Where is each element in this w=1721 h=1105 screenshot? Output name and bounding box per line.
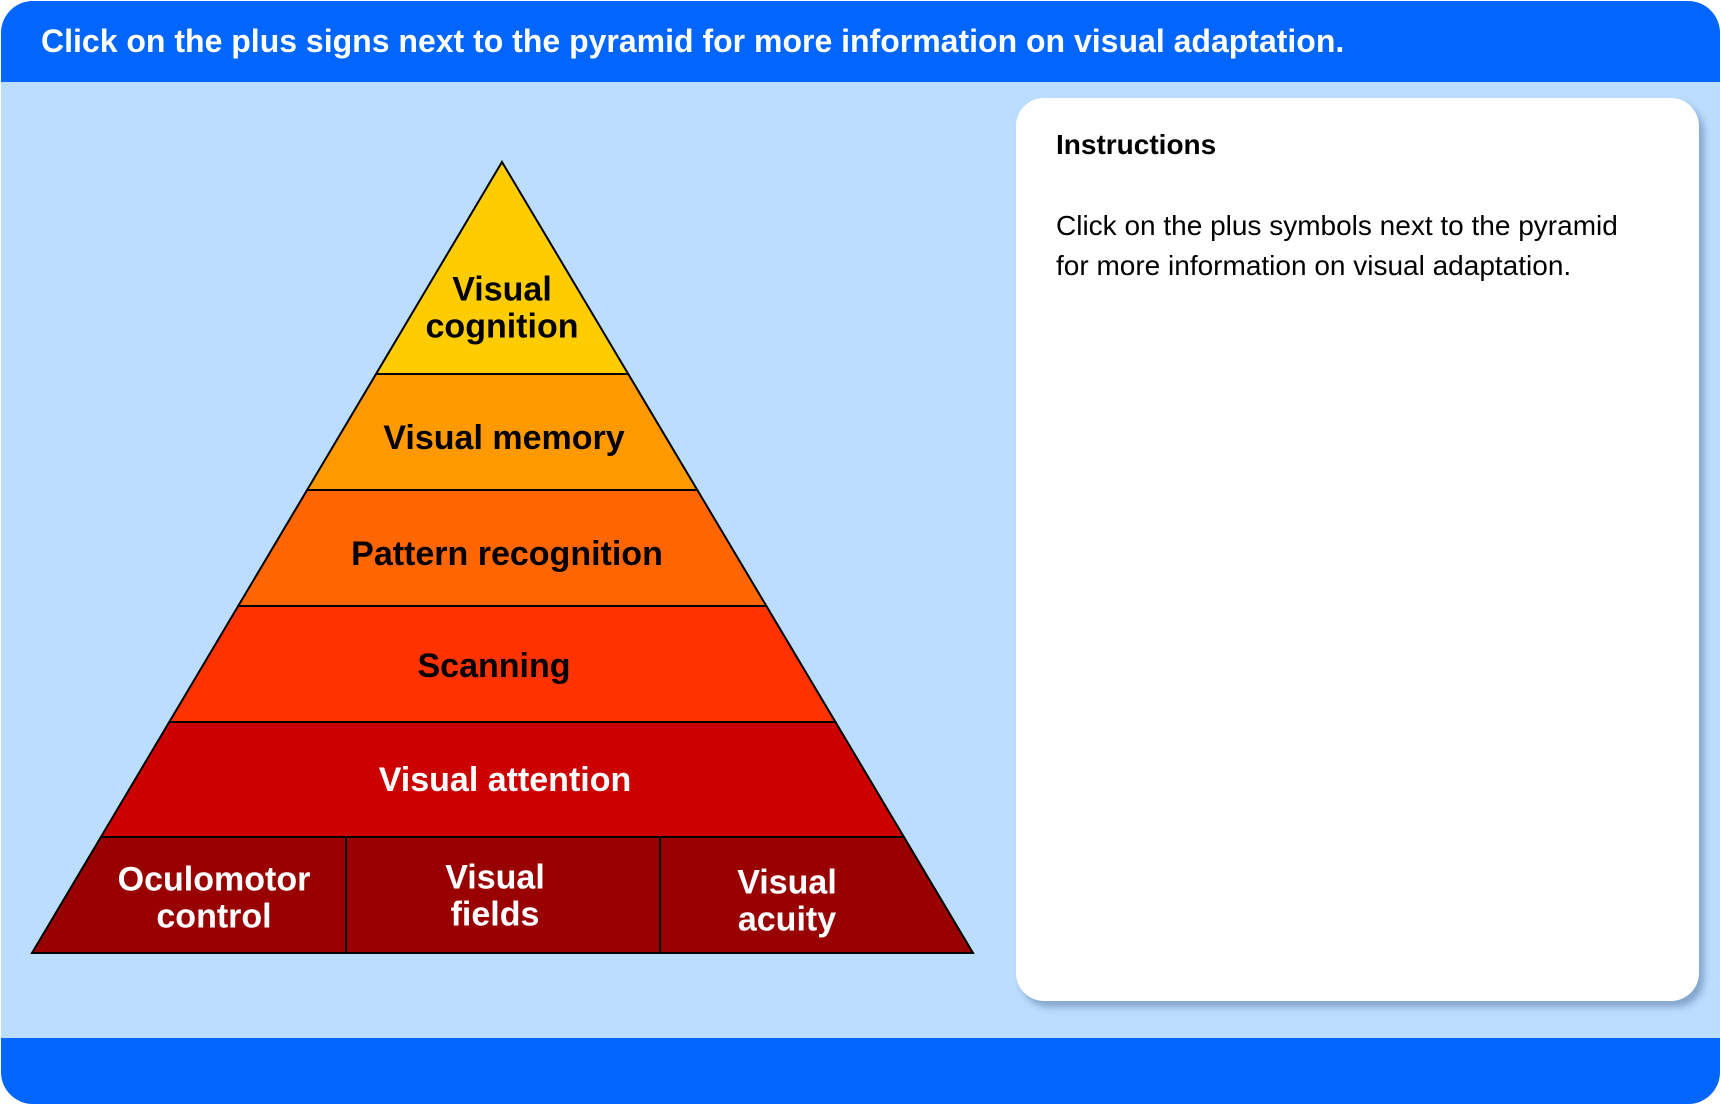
footer-bar	[1, 1038, 1720, 1104]
header-bar: Click on the plus signs next to the pyra…	[1, 1, 1720, 82]
instructions-line: Click on the plus symbols next to the py…	[1056, 210, 1618, 241]
pyramid-base-label: fields	[451, 896, 540, 934]
instructions-panel: Instructions Click on the plus symbols n…	[1016, 98, 1699, 1001]
pyramid-base-label: Visual	[445, 859, 545, 897]
header-title: Click on the plus signs next to the pyra…	[41, 23, 1345, 59]
pyramid-level-label: Visual attention	[379, 761, 632, 799]
pyramid-level-label: Pattern recognition	[351, 535, 663, 573]
pyramid-base-label: control	[156, 898, 271, 936]
instructions-heading: Instructions	[1056, 129, 1217, 160]
pyramid-level-label: Scanning	[417, 647, 570, 685]
pyramid-base-label: Oculomotor	[118, 861, 311, 899]
pyramid-base-cell[interactable]	[659, 836, 975, 954]
pyramid-level-label: cognition	[426, 308, 579, 346]
pyramid-level-label: Visual	[452, 271, 552, 309]
instructions-line: for more information on visual adaptatio…	[1056, 250, 1572, 281]
pyramid-base-label: acuity	[738, 901, 836, 939]
pyramid-base-label: Visual	[737, 864, 837, 902]
pyramid-level-label: Visual memory	[383, 419, 624, 457]
instructions-body: Click on the plus symbols next to the py…	[1056, 206, 1676, 286]
